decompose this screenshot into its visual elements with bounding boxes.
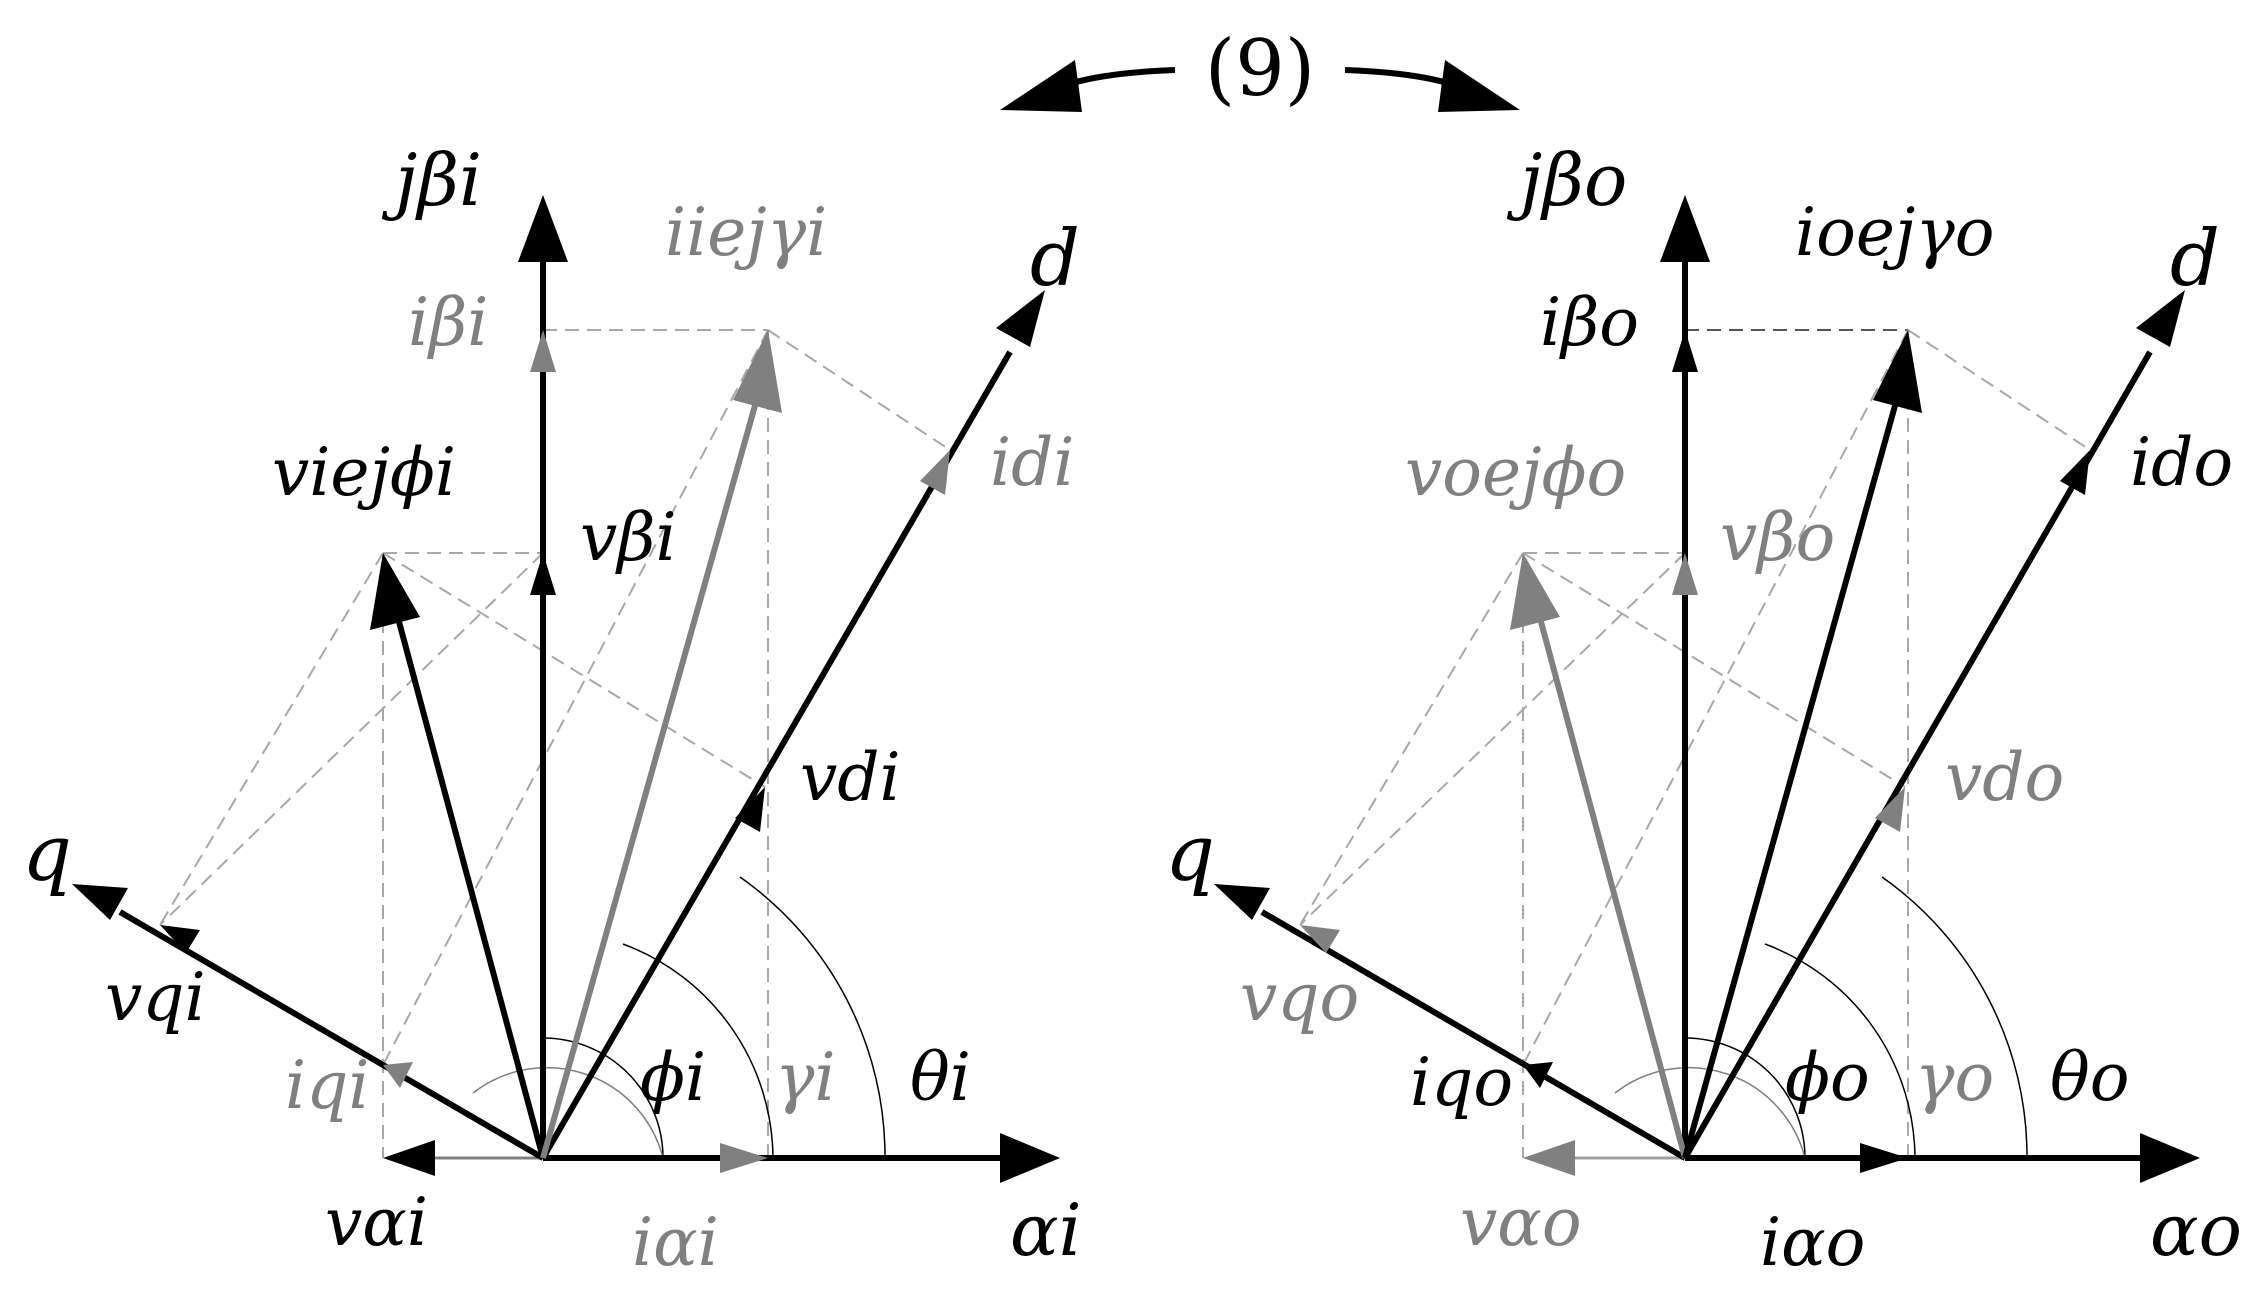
output-d-axis-label: d: [2170, 214, 2220, 304]
output-beta-axis-label: jβo: [1506, 138, 1627, 222]
output-voltage-vector-label: voejϕo: [1405, 434, 1626, 511]
input-v-beta-arrowhead: [530, 553, 556, 595]
output-gamma-label: γo: [1915, 1039, 1994, 1116]
output-i-beta-label: iβo: [1540, 284, 1639, 361]
input-i-q-arrowhead: [383, 1062, 413, 1088]
output-i-q-label: iqo: [1410, 1044, 1513, 1121]
input-alpha-axis-arrowhead: [1000, 1133, 1060, 1183]
input-v-alpha-label: vαi: [325, 1184, 428, 1261]
input-alpha-axis-label: αi: [1010, 1188, 1082, 1272]
output-i-d-label: ido: [2130, 424, 2233, 501]
transformation-reference: (9): [1000, 24, 1520, 114]
output-current-vector-arrowhead: [1873, 330, 1922, 413]
output-alpha-axis-arrowhead: [2140, 1133, 2200, 1183]
output-panel: jβo αo d q ioejγo voejϕo iβo vβo ido vdo…: [1165, 138, 2242, 1281]
input-construction-lines: [159, 329, 951, 1158]
input-v-d-arrowhead: [735, 787, 765, 832]
output-q-axis: [1260, 909, 1687, 1161]
input-voltage-vector: [395, 617, 546, 1159]
output-d-axis-arrowhead: [2136, 290, 2185, 347]
input-q-axis-label: q: [22, 809, 72, 899]
output-q-axis-label: q: [1165, 809, 1215, 899]
output-i-beta-arrowhead: [1672, 330, 1698, 372]
input-d-axis-arrowhead: [996, 290, 1045, 347]
input-v-q-arrowhead: [160, 925, 200, 953]
output-i-q-arrowhead: [1523, 1062, 1553, 1088]
input-i-alpha-label: iαi: [632, 1204, 719, 1281]
input-beta-axis-label: jβi: [381, 138, 482, 222]
input-theta-label: θi: [910, 1039, 971, 1116]
input-current-vector-label: iiejγi: [665, 194, 827, 271]
input-current-vector: [540, 394, 761, 1159]
input-beta-axis-arrowhead: [518, 195, 568, 262]
output-i-alpha-arrowhead: [1860, 1143, 1908, 1173]
output-current-vector-label: ioejγo: [1795, 194, 1995, 271]
input-v-beta-label: vβi: [580, 499, 677, 576]
output-beta-axis-arrowhead: [1660, 195, 1710, 262]
input-d-axis-label: d: [1030, 214, 1080, 304]
input-q-axis: [118, 909, 545, 1161]
input-i-d-arrowhead: [920, 450, 950, 495]
output-i-d-arrowhead: [2060, 450, 2090, 495]
output-voltage-vector: [1537, 617, 1688, 1159]
output-v-beta-arrowhead: [1672, 553, 1698, 595]
input-i-beta-label: iβi: [408, 284, 488, 361]
input-q-axis-arrowhead: [72, 884, 128, 920]
equation-reference-label: (9): [1205, 24, 1316, 114]
input-i-q-label: iqi: [285, 1047, 369, 1124]
output-v-d-label: vdo: [1945, 739, 2064, 816]
input-gamma-label: γi: [775, 1039, 836, 1116]
input-i-d-label: idi: [990, 424, 1074, 501]
output-alpha-axis-label: αo: [2150, 1188, 2242, 1272]
output-v-q-arrowhead: [1300, 925, 1340, 953]
input-v-d-label: vdi: [800, 739, 901, 816]
input-current-vector-arrowhead: [733, 330, 782, 413]
output-v-q-label: vqo: [1240, 959, 1359, 1036]
output-voltage-vector-arrowhead: [1510, 553, 1560, 630]
output-v-d-arrowhead: [1875, 787, 1905, 832]
output-v-beta-label: vβo: [1720, 499, 1835, 576]
input-i-alpha-arrowhead: [720, 1143, 768, 1173]
output-phi-label: ϕo: [1785, 1039, 1870, 1116]
input-v-alpha-arrowhead: [383, 1140, 435, 1176]
input-i-beta-arrowhead: [530, 330, 556, 372]
input-v-q-label: vqi: [105, 959, 206, 1036]
output-v-alpha-arrowhead: [1523, 1140, 1575, 1176]
output-current-vector: [1682, 394, 1901, 1159]
output-v-alpha-label: vαo: [1460, 1184, 1582, 1261]
input-voltage-vector-arrowhead: [370, 553, 420, 630]
output-i-alpha-label: iαo: [1760, 1204, 1865, 1281]
input-phi-label: ϕi: [640, 1039, 706, 1116]
output-q-axis-arrowhead: [1214, 884, 1270, 920]
output-construction-lines: [1299, 329, 2091, 1158]
input-voltage-vector-label: viejϕi: [272, 434, 456, 511]
input-panel: jβi αi d q iiejγi viejϕi iβi vβi idi vdi…: [22, 138, 1082, 1281]
output-theta-label: θo: [2050, 1039, 2129, 1116]
